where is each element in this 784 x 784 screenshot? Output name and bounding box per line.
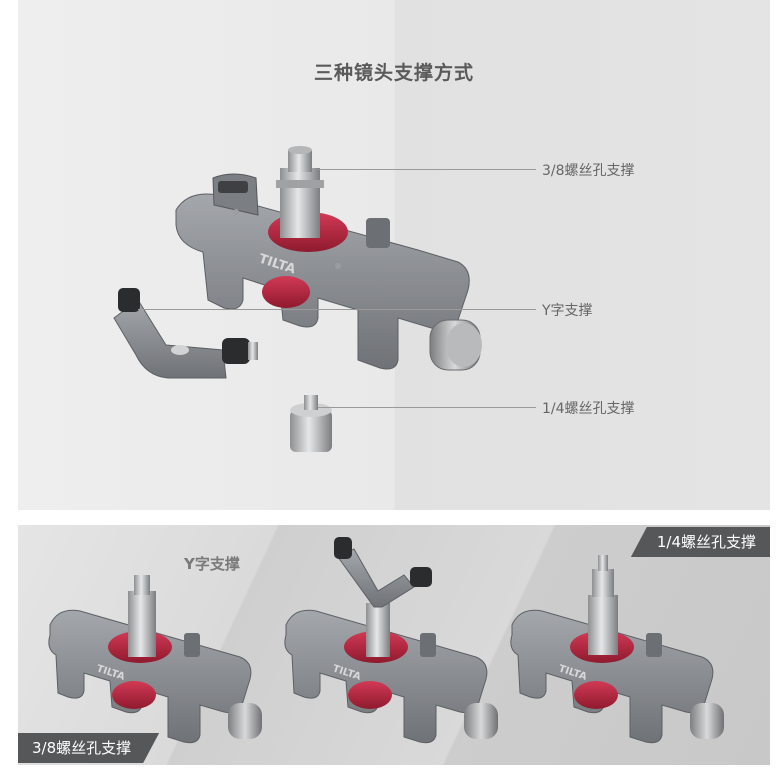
clamp-with-1-4-screw: TILTA — [510, 555, 724, 744]
top-panel: 三种镜头支撑方式 TILTA — [18, 0, 770, 510]
lens-support-product-image: TILTA — [113, 146, 482, 452]
bottom-label-y: Y字支撑 — [184, 555, 240, 573]
callout-line-y — [138, 309, 536, 310]
three-support-modes-image: TILTA TILTA TILTA — [48, 537, 724, 744]
callout-label-3-8: 3/8螺丝孔支撑 — [542, 163, 635, 179]
callout-label-y: Y字支撑 — [542, 303, 593, 319]
callout-line-3-8 — [318, 169, 536, 170]
clamp-with-3-8-screw: TILTA — [48, 575, 262, 744]
bottom-tag-1-4: 1/4螺丝孔支撑 — [630, 527, 770, 557]
section-title: 三种镜头支撑方式 — [313, 62, 474, 84]
bottom-panel: Y字支撑 TILTA TILTA — [18, 525, 770, 765]
clamp-with-y-bracket: TILTA — [284, 537, 498, 744]
callout-label-1-4: 1/4螺丝孔支撑 — [542, 401, 635, 417]
quarter-inch-adapter-part — [290, 395, 332, 452]
callout-line-1-4 — [318, 407, 536, 408]
bottom-tag-3-8: 3/8螺丝孔支撑 — [18, 733, 159, 763]
lens-support-clamp: TILTA — [175, 146, 482, 371]
y-bracket-part — [113, 288, 258, 379]
